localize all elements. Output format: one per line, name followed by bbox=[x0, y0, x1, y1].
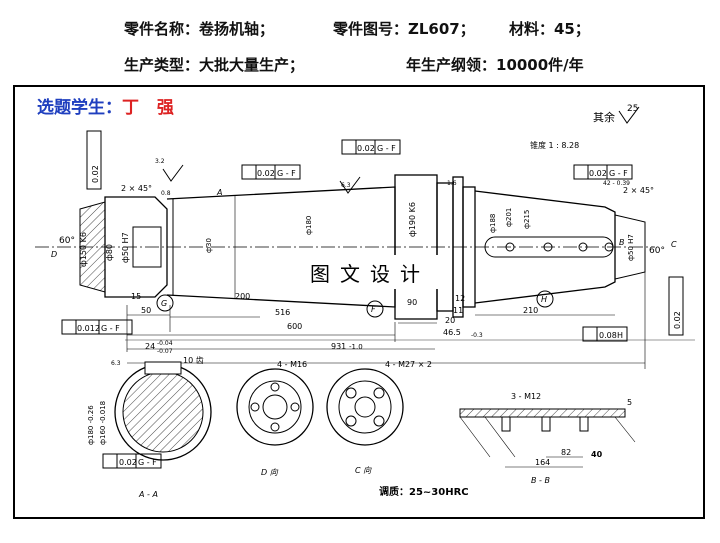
c-thread: 4 - M27 × 2 bbox=[385, 360, 432, 369]
part-number: 零件图号：ZL607； bbox=[333, 20, 475, 38]
production-type: 生产类型：大批大量生产； bbox=[124, 56, 305, 74]
dim-20: 20 bbox=[445, 316, 455, 325]
angle-right: 60° bbox=[649, 246, 665, 256]
dim-516: 516 bbox=[275, 308, 290, 317]
dia-180: ф180 bbox=[305, 216, 313, 235]
dim-50: 50 bbox=[141, 306, 151, 315]
chamfer-left: 2 × 45° bbox=[121, 184, 152, 193]
roughness-3-2: 3.2 bbox=[155, 158, 165, 165]
letter-b: B bbox=[619, 238, 625, 247]
dim-931: 931 bbox=[331, 342, 346, 351]
dia-215: ф215 bbox=[523, 210, 531, 229]
bb-d5: 5 bbox=[627, 398, 632, 407]
d-view-label: D 向 bbox=[261, 468, 279, 477]
fcf-right-datum: G - F bbox=[609, 169, 628, 178]
fcf-mid-value: 0.02 bbox=[257, 169, 275, 178]
dim-931-tol: -1.0 bbox=[349, 343, 363, 351]
drawing-frame: 选题学生：丁 强 bbox=[13, 85, 705, 519]
letter-d: D bbox=[51, 250, 57, 259]
bb-d40: 40 bbox=[591, 450, 603, 459]
part-name: 零件名称：卷扬机轴； bbox=[124, 20, 275, 38]
fcf-h-datum: H bbox=[617, 331, 623, 340]
dia-80: ф80 bbox=[105, 244, 114, 261]
chamfer-right: 2 × 45° bbox=[623, 186, 654, 195]
dim-11: 11 bbox=[453, 306, 463, 315]
rest-label: 其余 bbox=[593, 110, 615, 124]
fcf-bottom-value: 0.012 bbox=[77, 324, 100, 333]
student-label-text: 选题学生： bbox=[37, 98, 122, 118]
dia-190: ф190 K6 bbox=[408, 202, 417, 237]
angle-left: 60° bbox=[59, 236, 75, 246]
aa-teeth: 10 齿 bbox=[183, 356, 204, 365]
dim-210: 210 bbox=[523, 306, 538, 315]
letter-c: C bbox=[671, 240, 677, 249]
fcf-bottom-datum: G - F bbox=[101, 324, 120, 333]
dim-90: 90 bbox=[407, 298, 417, 307]
student-name: 丁 强 bbox=[122, 98, 180, 118]
roughness-6-3: 6.3 bbox=[341, 182, 351, 189]
fcf-top-datum: G - F bbox=[377, 144, 396, 153]
bb-d164: 164 bbox=[535, 458, 550, 467]
datum-g-circle: G bbox=[161, 299, 167, 308]
aa-dia-160: ф160 -0.018 bbox=[99, 401, 107, 445]
aa-key-tol-top: -0.04 bbox=[157, 340, 173, 347]
aa-fcf-value: 0.02 bbox=[119, 458, 137, 467]
dim-15: 15 bbox=[131, 292, 141, 301]
dim-46: 46.5 bbox=[443, 328, 461, 337]
fcf-left-value: 0.02 bbox=[91, 165, 100, 183]
fcf-h-value: 0.08 bbox=[599, 331, 617, 340]
aa-fcf-datum: G - F bbox=[138, 458, 157, 467]
roughness-0-8: 0.8 bbox=[161, 190, 171, 197]
aa-label: A - A bbox=[138, 490, 158, 499]
engineering-drawing: 其余 25 锥度 1 : 8.28 0.02 G - F 0.02 G - F … bbox=[35, 104, 695, 499]
dim-12: 12 bbox=[455, 294, 465, 303]
datum-f-circle: F bbox=[371, 305, 376, 314]
dim-46-tol: -0.3 bbox=[471, 332, 483, 339]
student-label: 选题学生：丁 强 bbox=[37, 93, 180, 118]
aa-roughness: 6.3 bbox=[111, 360, 121, 367]
material: 材料：45； bbox=[509, 20, 590, 38]
design-stamp: 图文设计 bbox=[295, 255, 445, 289]
roughness-1-6: 1.6 bbox=[447, 180, 457, 187]
datum-h-circle: H bbox=[541, 295, 547, 304]
letter-a: A bbox=[216, 188, 222, 197]
fcf-top-value: 0.02 bbox=[357, 144, 375, 153]
d-thread: 4 - M16 bbox=[277, 360, 307, 369]
dia-30: ф30 bbox=[205, 238, 213, 253]
dia-201: ф201 bbox=[505, 208, 513, 227]
bb-d82: 82 bbox=[561, 448, 571, 457]
dia-150: ф150 K6 bbox=[79, 232, 88, 267]
fcf-right-value: 0.02 bbox=[589, 169, 607, 178]
dim-42: 42 - 0.39 bbox=[603, 180, 630, 187]
aa-key-tol-bot: -0.07 bbox=[157, 348, 173, 355]
dia-188: ф188 bbox=[489, 214, 497, 233]
rest-value: 25 bbox=[627, 104, 638, 114]
dim-600: 600 bbox=[287, 322, 302, 331]
dia-50: ф50 H7 bbox=[121, 232, 130, 263]
aa-key: 24 bbox=[145, 342, 155, 351]
bb-thread: 3 - M12 bbox=[511, 392, 541, 401]
fcf-right-vert-value: 0.02 bbox=[673, 311, 682, 329]
taper-label: 锥度 1 : 8.28 bbox=[530, 140, 579, 150]
fcf-mid-datum: G - F bbox=[277, 169, 296, 178]
c-view-label: C 向 bbox=[355, 466, 372, 475]
bb-label: B - B bbox=[531, 476, 550, 485]
annual-output: 年生产纲领：10000件/年 bbox=[406, 56, 584, 74]
hardness-note: 调质：25~30HRC bbox=[379, 485, 469, 498]
aa-dia-180: ф180 -0.26 bbox=[87, 405, 95, 445]
dim-200: 200 bbox=[235, 292, 250, 301]
dia-50-right: ф50 H7 bbox=[627, 234, 635, 261]
